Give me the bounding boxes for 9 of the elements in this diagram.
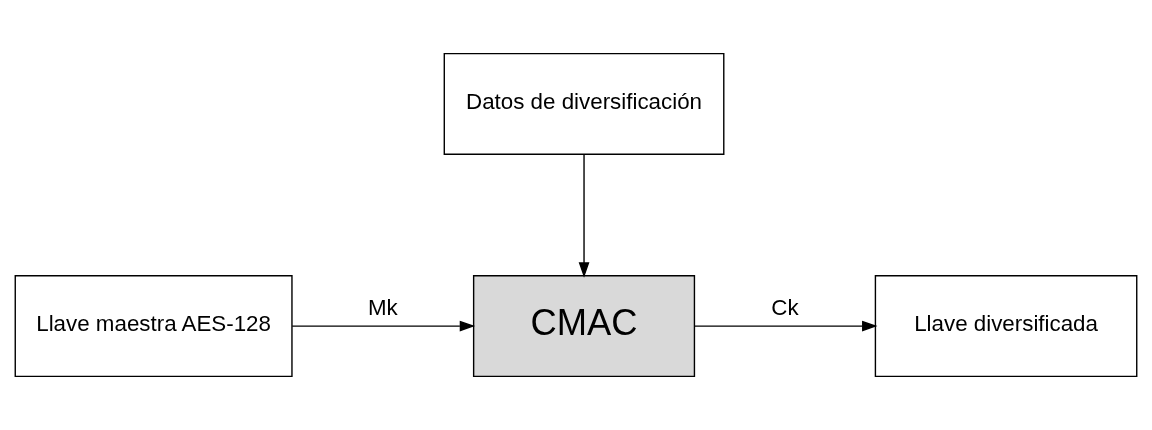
node-box: Datos de diversificación	[443, 52, 725, 155]
arrow	[694, 320, 878, 332]
node-box: Llave diversificada	[874, 275, 1138, 378]
edge-label: Mk	[367, 294, 398, 320]
arrow	[291, 320, 476, 332]
node-box: Llave maestra AES-128	[14, 275, 293, 378]
edge-label: Ck	[771, 294, 799, 320]
arrow	[578, 153, 590, 278]
node-box: CMAC	[472, 275, 696, 378]
